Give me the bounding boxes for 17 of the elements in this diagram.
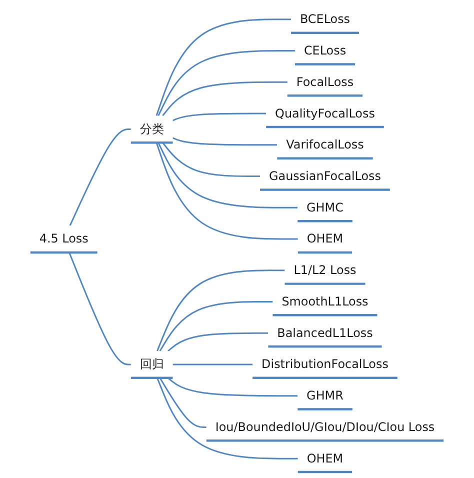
connector	[168, 332, 268, 352]
connector	[156, 18, 291, 116]
connector	[162, 81, 288, 116]
connector	[68, 252, 131, 366]
connector	[159, 300, 273, 352]
connector	[156, 378, 298, 460]
connector	[172, 364, 253, 366]
connector	[168, 377, 298, 397]
connector	[158, 142, 298, 208]
connector	[69, 128, 131, 226]
connector	[172, 112, 266, 122]
connector	[172, 137, 278, 146]
connector	[156, 142, 298, 240]
connector	[162, 142, 260, 178]
connector	[159, 378, 206, 428]
connector	[156, 270, 285, 352]
connector	[158, 50, 295, 116]
